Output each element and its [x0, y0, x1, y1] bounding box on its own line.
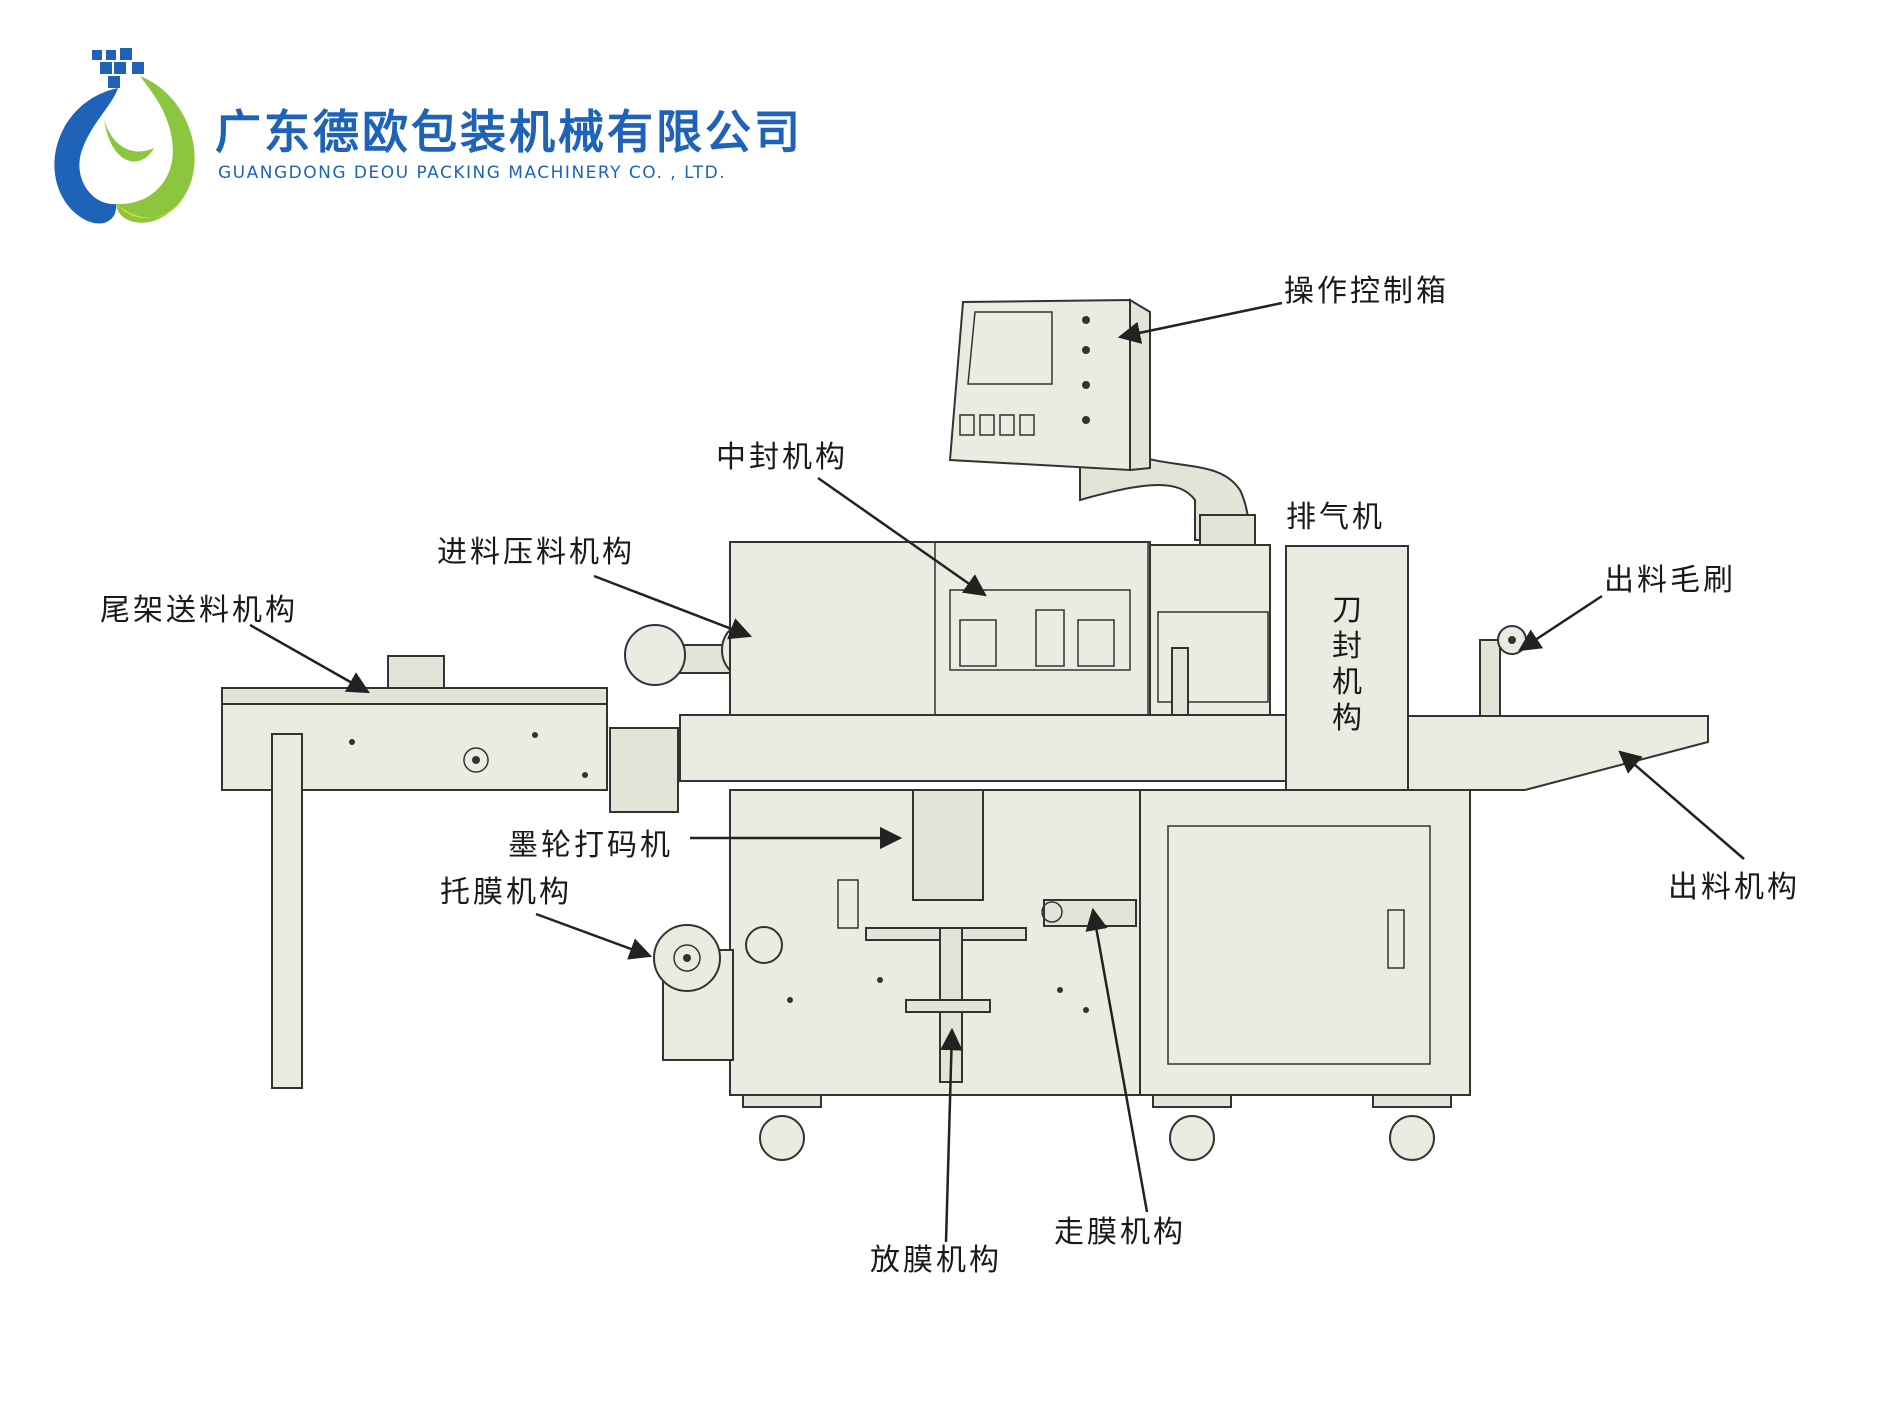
- company-logo: [54, 48, 195, 224]
- label-knife-seal-char: 构: [1332, 701, 1362, 736]
- label-knife-seal-char: 机: [1332, 665, 1362, 700]
- label-ink-coder: 墨轮打码机: [508, 828, 673, 863]
- company-name-en: GUANGDONG DEOU PACKING MACHINERY CO. , L…: [218, 163, 726, 183]
- leader-arrows: [249, 301, 1745, 1243]
- label-film-release: 放膜机构: [870, 1243, 1002, 1278]
- label-discharge-brush: 出料毛刷: [1604, 563, 1736, 598]
- label-center-seal: 中封机构: [716, 440, 848, 475]
- label-control-box: 操作控制箱: [1284, 274, 1449, 309]
- label-knife-seal-char: 封: [1332, 629, 1362, 664]
- label-film-support: 托膜机构: [440, 875, 572, 910]
- label-exhaust-fan: 排气机: [1286, 500, 1385, 535]
- packing-machine-drawing: [221, 298, 1709, 1161]
- company-name-cn: 广东德欧包装机械有限公司: [215, 105, 803, 159]
- label-feed-press: 进料压料机构: [437, 535, 635, 570]
- label-tail-feed: 尾架送料机构: [100, 593, 298, 628]
- label-knife-seal: 刀 封 机 构: [1332, 593, 1362, 736]
- label-discharge-mechanism: 出料机构: [1668, 870, 1800, 905]
- label-film-transport: 走膜机构: [1054, 1215, 1186, 1250]
- label-knife-seal-char: 刀: [1332, 593, 1362, 628]
